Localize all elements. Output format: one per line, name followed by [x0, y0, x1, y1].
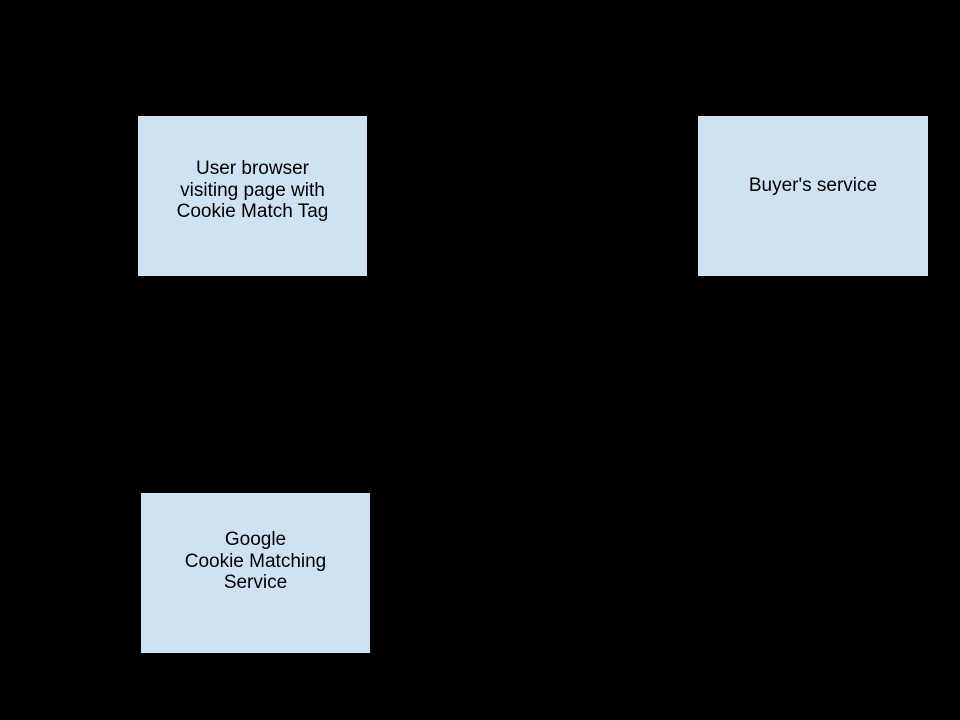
node-label-line: Cookie Matching — [184, 550, 327, 572]
node-google-cookie-matching-service: Google Cookie Matching Service — [140, 492, 371, 654]
node-label-line: Google — [224, 529, 287, 550]
node-buyers-service: Buyer's service — [697, 115, 929, 277]
node-label-line: Cookie Match Tag — [176, 201, 329, 222]
node-user-browser: User browser visiting page with Cookie M… — [137, 115, 368, 277]
node-buyers-service-label: Buyer's service — [698, 175, 928, 197]
node-label-line: User browser — [196, 158, 309, 179]
node-label-line: visiting page with — [180, 179, 325, 201]
node-google-cookie-matching-service-label: Google Cookie Matching Service — [141, 529, 370, 594]
node-user-browser-label: User browser visiting page with Cookie M… — [138, 158, 367, 223]
node-label-line: Buyer's service — [748, 175, 878, 196]
node-label-line: Service — [223, 572, 288, 593]
